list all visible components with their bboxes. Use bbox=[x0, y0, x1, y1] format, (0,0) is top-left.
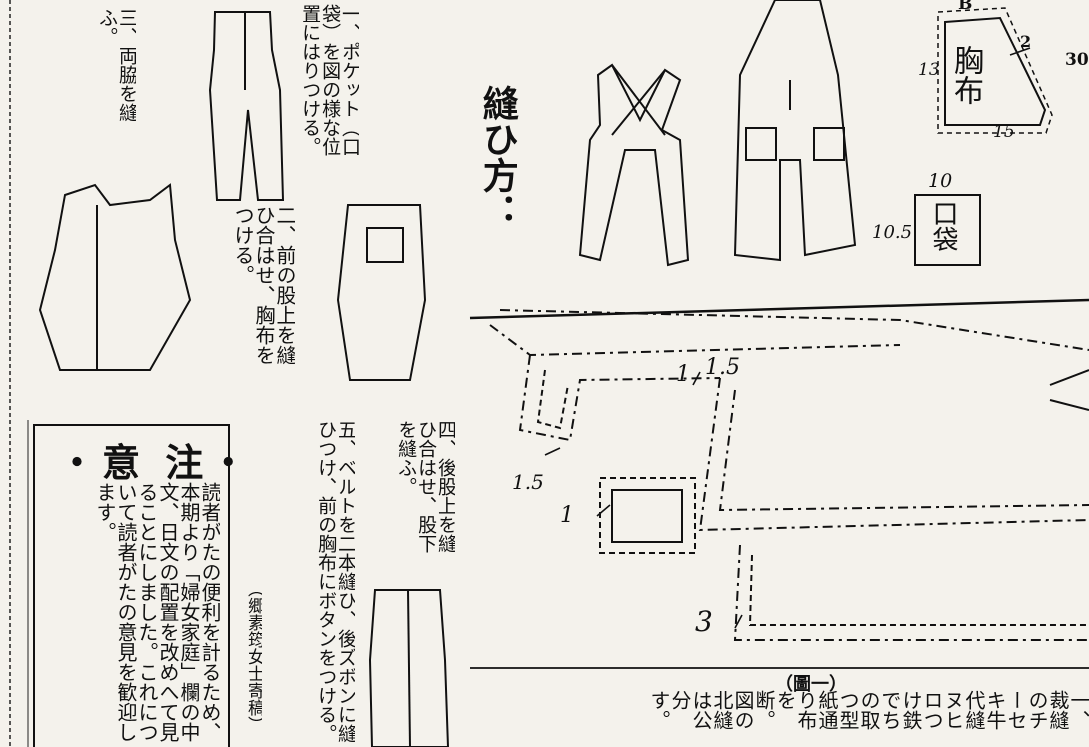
pants-pattern-layout bbox=[469, 298, 1089, 641]
step5-pants-drawing bbox=[368, 589, 450, 747]
step-2-text: 二、前の股上を縫ひ合はせ、胸布をつける。 bbox=[231, 205, 295, 365]
notice-heading: ・意 注・ bbox=[58, 440, 254, 485]
overalls-back-view-drawing bbox=[578, 63, 690, 267]
step1-pants-drawing bbox=[208, 11, 285, 201]
pocket-width-label: 10 bbox=[928, 170, 953, 192]
pocket-pattern-piece bbox=[914, 194, 981, 266]
bib-top-label: B bbox=[958, 0, 973, 14]
seam-label-3: 3 bbox=[695, 605, 713, 638]
seam-label-1-top: 1 bbox=[676, 362, 690, 387]
bib-pattern-piece bbox=[937, 7, 1053, 134]
step-1-text: 一、ポケット（口袋）を図の様な位置にはりつける。 bbox=[299, 4, 359, 156]
seam-label-1-5-top: 1.5 bbox=[705, 355, 740, 380]
step-3-text: 三、両脇を縫ふ。 bbox=[96, 8, 136, 122]
step2-pants-drawing bbox=[336, 204, 427, 381]
section-title: 縫ひ方： bbox=[476, 85, 519, 229]
seam-label-1-5-left: 1.5 bbox=[512, 470, 544, 494]
edge-number-label: 30 bbox=[1065, 50, 1089, 70]
step-4-text: 四、後股上を縫ひ合はせ、股下を縫ふ。 bbox=[395, 420, 455, 553]
pocket-height-label: 10.5 bbox=[872, 222, 913, 243]
bib-label: 胸布 bbox=[948, 45, 983, 105]
seam-label-1-pocket: 1 bbox=[560, 503, 574, 528]
overalls-front-view-drawing bbox=[733, 0, 857, 262]
measurement-arrows bbox=[544, 47, 1031, 629]
pocket-label: 口袋 bbox=[928, 200, 958, 252]
notice-body: 読者がたの便利を計るため、本期より「婦女家庭」欄の中文、日文の配置を改めへて見る… bbox=[93, 482, 220, 742]
bib-height-label: 13 bbox=[918, 60, 940, 80]
step-5-text: 五、ベルトを二本縫ひ、後ズボンに縫ひつけ、前の胸布にボタンをつける。 bbox=[315, 420, 355, 743]
author-credit: （郷素筠女士寄稿） bbox=[244, 580, 262, 733]
step3-garment-drawing bbox=[38, 183, 192, 371]
footer-text: 一、裁縫のチーセキ牛代縫ヌヒロつけ鉄でちの取つ型紙通り布を断。図の北縫は公分す。 bbox=[647, 690, 1089, 730]
bib-width-label: 15 bbox=[993, 122, 1015, 142]
bib-side-label: 2 bbox=[1020, 32, 1032, 51]
figure-caption: （圖一） bbox=[775, 674, 847, 695]
